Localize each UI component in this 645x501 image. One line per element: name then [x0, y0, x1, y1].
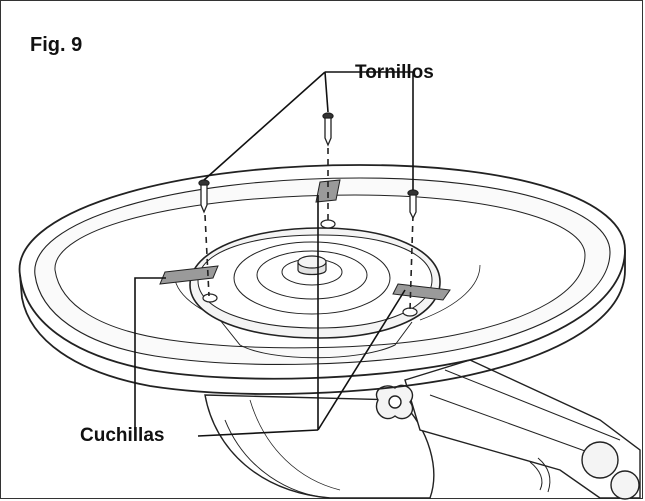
screw-center [322, 112, 334, 147]
screws [198, 112, 419, 220]
blade-right [392, 283, 451, 301]
figure-label: Fig. 9 [30, 34, 83, 56]
screws-callout-label: Tornillos [355, 62, 434, 83]
blade-left [159, 265, 219, 285]
screw-holes [202, 219, 418, 317]
screws-leader-lines [203, 71, 414, 190]
blades-callout-label: Cuchillas [80, 425, 165, 446]
rotor-disc [189, 227, 441, 359]
blades [159, 179, 451, 301]
blades-leader-lines [134, 195, 406, 437]
alignment-lines [204, 148, 414, 311]
shaft-assembly [404, 359, 641, 500]
screw-left [198, 179, 210, 214]
locking-knob [375, 384, 414, 420]
